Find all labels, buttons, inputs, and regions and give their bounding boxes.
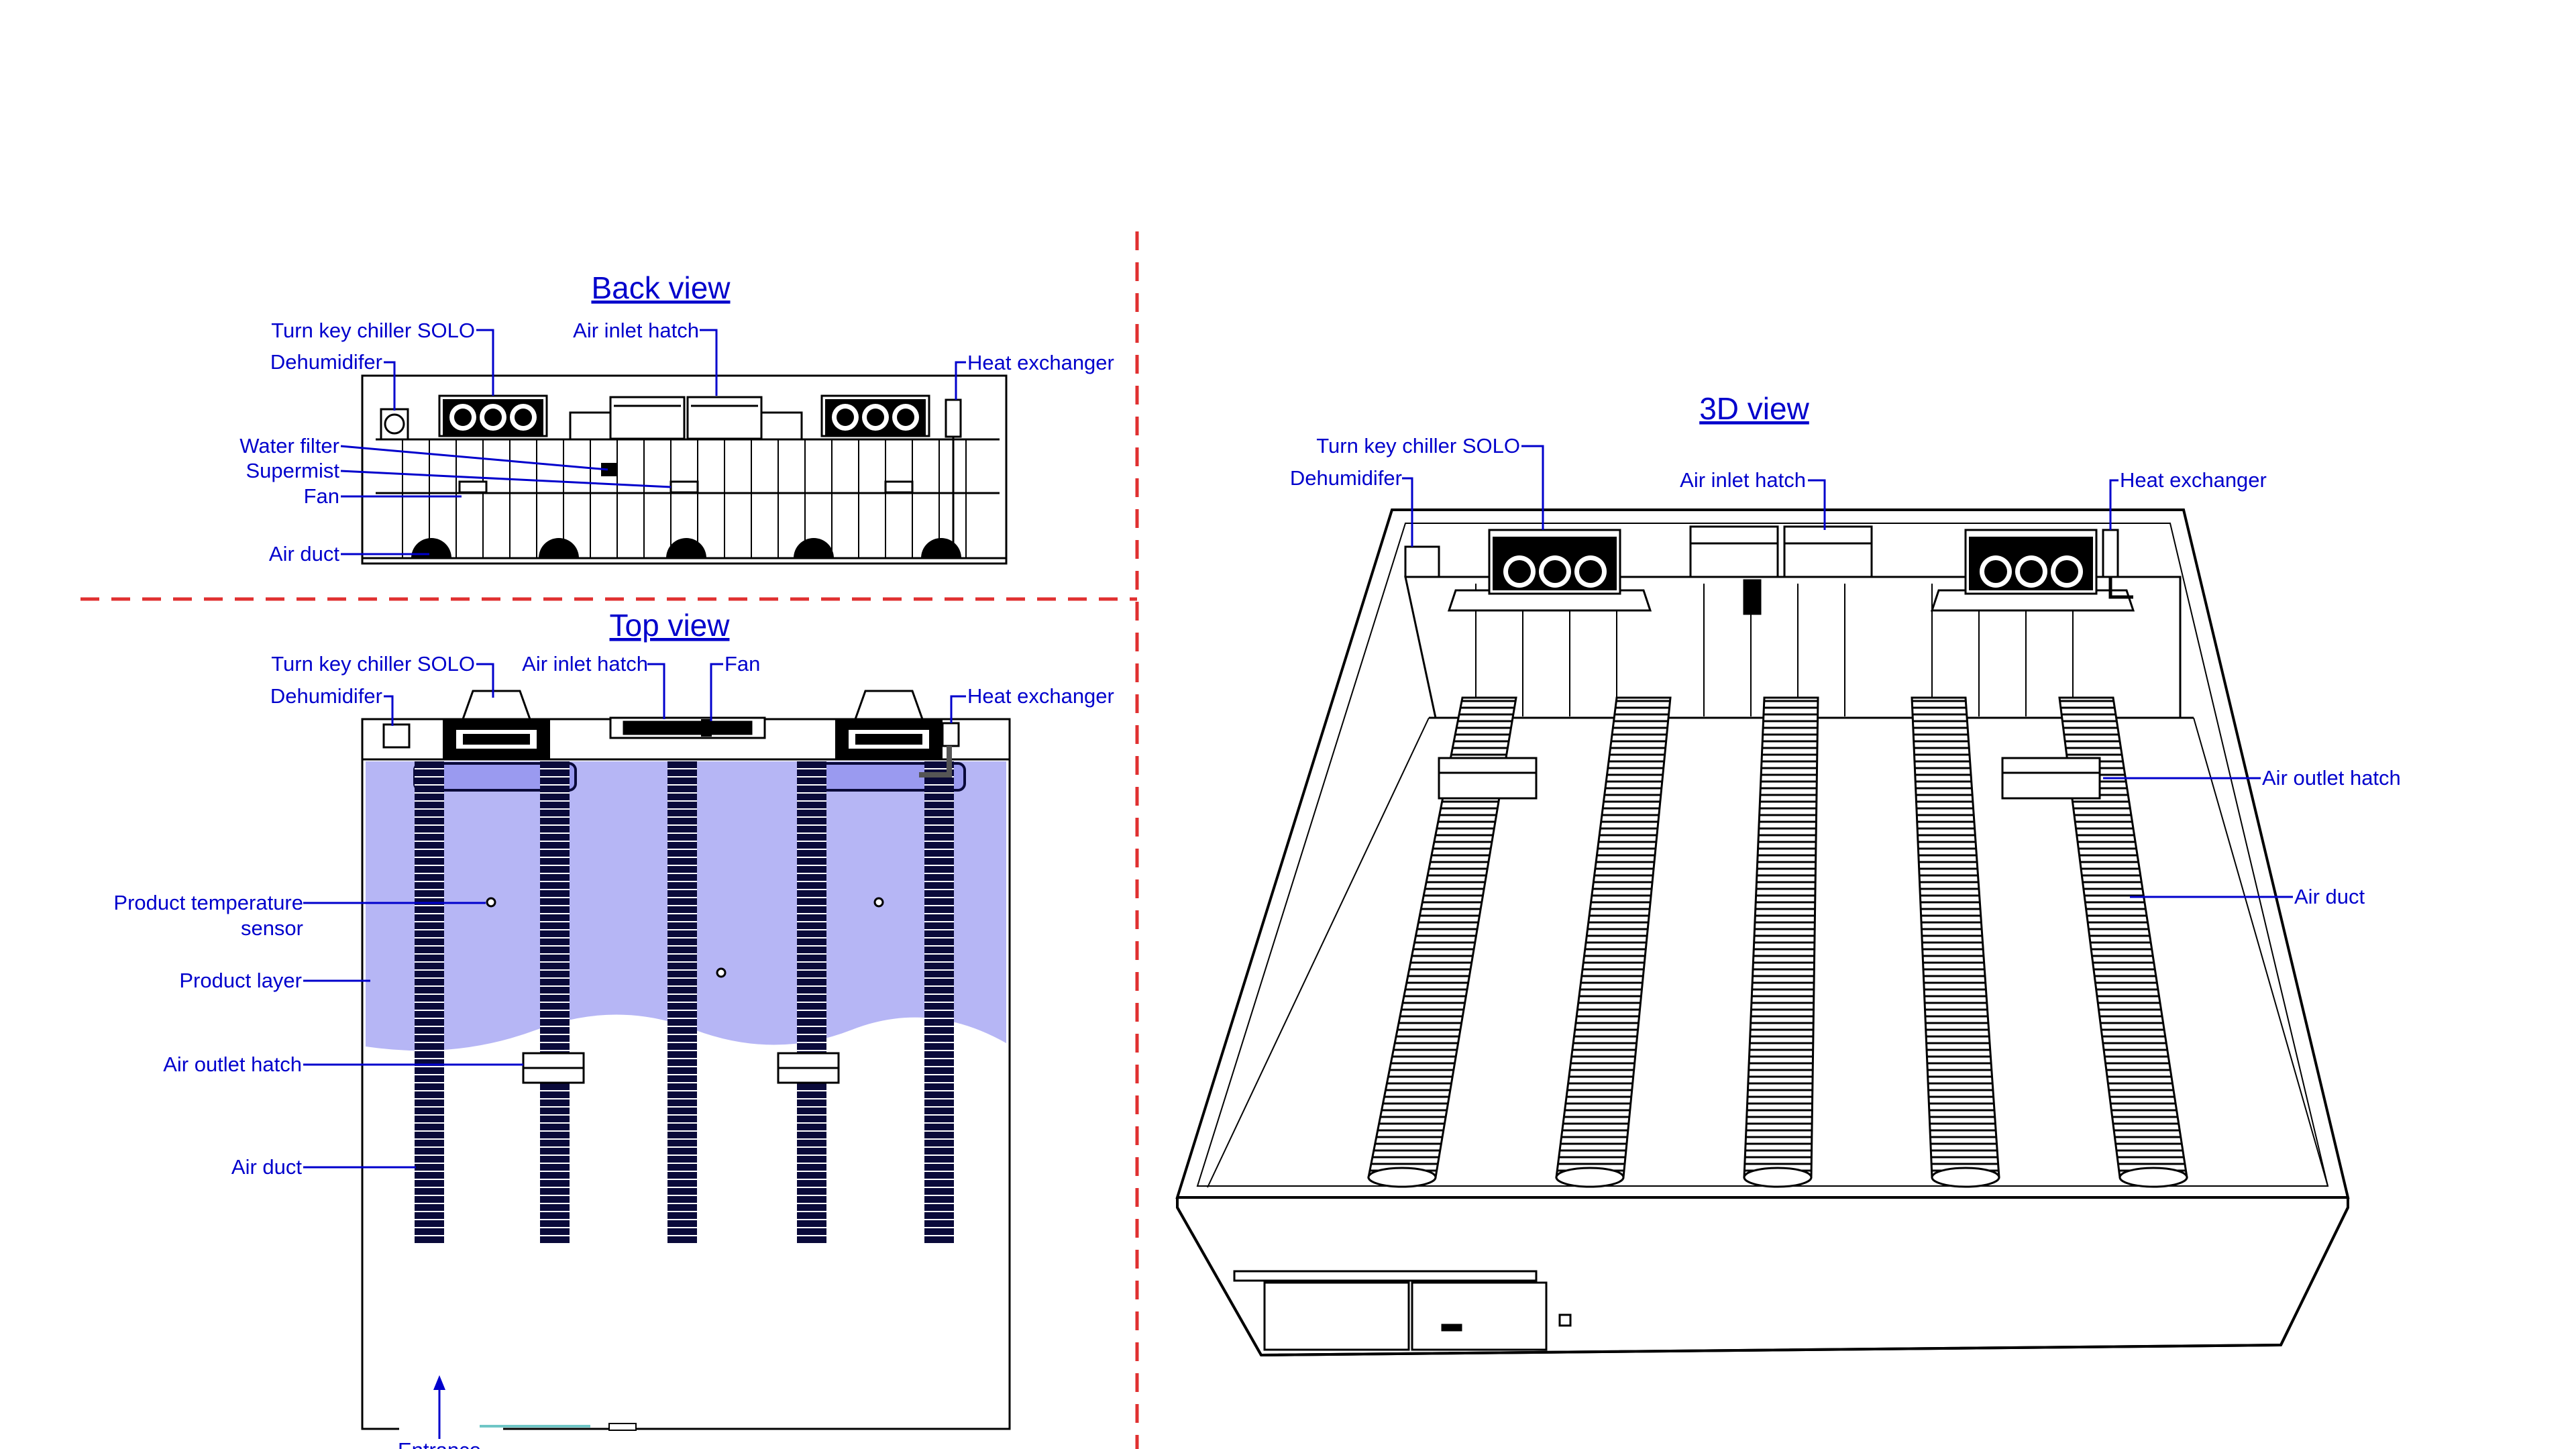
- top-label-fan: Fan: [724, 652, 760, 676]
- back-view: Back view: [239, 270, 1114, 566]
- back-label-chiller: Turn key chiller SOLO: [271, 319, 475, 342]
- top-label-dehumidifier: Dehumidifer: [270, 684, 382, 708]
- back-label-water-filter: Water filter: [239, 434, 339, 458]
- top-chiller-left: [443, 690, 550, 759]
- outlet-hatch-3d-right: [2001, 757, 2101, 800]
- top-air-inlet-hatch: [609, 716, 766, 739]
- outlet-hatches-3d: [1438, 757, 2101, 800]
- top-heat-exchanger: [919, 722, 960, 777]
- chiller-3d-left: [1447, 529, 1652, 612]
- back-fan-unit-2: [884, 480, 914, 494]
- back-label-heat-exchanger: Heat exchanger: [967, 351, 1114, 374]
- back-chiller-right: [820, 394, 930, 437]
- back-dehumidifier: [380, 408, 409, 441]
- floor-right-edge: [2193, 717, 2328, 1187]
- back-label-supermist: Supermist: [246, 459, 339, 482]
- top-duct-2: [540, 761, 570, 1244]
- top-label-entrance: Entrance: [398, 1438, 481, 1449]
- top-duct-4: [797, 761, 826, 1244]
- top-label-air-duct: Air duct: [231, 1155, 302, 1179]
- back-view-labels: Turn key chiller SOLO Dehumidifer Air in…: [239, 319, 1114, 566]
- back-wall-panels: [402, 439, 967, 558]
- door-panel-left: [1263, 1281, 1410, 1351]
- top-view-leaders: [303, 663, 966, 1169]
- top-chiller-right: [835, 690, 943, 759]
- back-heat-exchanger: [945, 398, 962, 558]
- duct-3d-4: [1911, 696, 2000, 1179]
- top-duct-5: [924, 761, 954, 1244]
- label-3d-air-duct: Air duct: [2294, 885, 2365, 908]
- view-3d-leaders: [1402, 445, 2293, 898]
- top-label-sensor-line1: Product temperature: [113, 891, 303, 914]
- back-supermist: [669, 480, 699, 494]
- back-room-outline: [361, 374, 1008, 565]
- back-water-filter: [601, 463, 618, 476]
- heat-exchanger-3d: [2102, 529, 2133, 599]
- back-fan-unit: [458, 480, 488, 494]
- label-3d-dehumidifier: Dehumidifer: [1290, 466, 1402, 490]
- top-entrance: [399, 1375, 637, 1439]
- back-label-air-duct: Air duct: [269, 542, 339, 566]
- sensor-2: [873, 897, 884, 908]
- room-front-bottom: [1260, 1344, 2282, 1356]
- door-switch: [1558, 1313, 1572, 1327]
- top-duct-1: [415, 761, 444, 1244]
- top-dehumidifier: [382, 723, 411, 749]
- ducts-3d: [1367, 696, 2188, 1188]
- top-label-sensor-line2: sensor: [241, 916, 303, 940]
- back-air-duct-ends: [411, 538, 961, 558]
- view-3d: 3D view: [1175, 391, 2401, 1357]
- back-chiller-left: [438, 394, 548, 437]
- top-label-air-outlet: Air outlet hatch: [163, 1053, 302, 1076]
- view-3d-labels: Turn key chiller SOLO Dehumidifer Air in…: [1290, 434, 2401, 908]
- top-view-labels: Turn key chiller SOLO Dehumidifer Air in…: [113, 652, 1114, 1449]
- back-label-dehumidifier: Dehumidifer: [270, 350, 382, 374]
- view-separators: [80, 231, 1139, 1449]
- top-air-ducts: [415, 761, 954, 1244]
- sensor-3: [716, 967, 727, 978]
- top-view: Top view: [113, 608, 1114, 1449]
- view-3d-title: 3D view: [1699, 391, 1809, 426]
- chiller-3d-right: [1930, 529, 2135, 612]
- door-3d: [1233, 1270, 1572, 1351]
- top-label-heat-exchanger: Heat exchanger: [967, 684, 1114, 708]
- top-label-product-layer: Product layer: [179, 969, 302, 992]
- label-3d-air-inlet: Air inlet hatch: [1680, 468, 1806, 492]
- air-inlet-hatch-3d: [1689, 525, 1873, 615]
- floor-left-edge: [1207, 717, 1430, 1188]
- top-view-title: Top view: [610, 608, 731, 643]
- sensor-1: [486, 897, 496, 908]
- back-view-leaders: [340, 329, 966, 555]
- back-air-inlet-hatch: [569, 396, 803, 441]
- back-label-air-inlet: Air inlet hatch: [573, 319, 699, 342]
- label-3d-air-outlet: Air outlet hatch: [2262, 766, 2401, 790]
- door-track: [1233, 1270, 1538, 1282]
- back-label-fan: Fan: [304, 484, 339, 508]
- top-air-outlet-hatches: [522, 1052, 840, 1084]
- label-3d-heat-exchanger: Heat exchanger: [2120, 468, 2267, 492]
- top-temperature-sensors: [486, 897, 884, 978]
- back-view-room: [361, 374, 1008, 565]
- dehumidifier-3d: [1404, 545, 1440, 578]
- top-label-air-inlet: Air inlet hatch: [522, 652, 648, 676]
- back-view-title: Back view: [591, 270, 731, 305]
- duct-3d-end-caps: [1367, 1167, 2188, 1188]
- outlet-hatch-3d-left: [1438, 757, 1538, 800]
- door-panel-right: [1411, 1281, 1548, 1351]
- top-duct-3: [667, 761, 697, 1244]
- duct-3d-3: [1743, 696, 1819, 1179]
- top-fan: [701, 719, 712, 737]
- label-3d-chiller: Turn key chiller SOLO: [1316, 434, 1520, 458]
- room-3d: [1175, 508, 2350, 1357]
- duct-3d-2: [1555, 696, 1672, 1179]
- top-label-chiller: Turn key chiller SOLO: [271, 652, 475, 676]
